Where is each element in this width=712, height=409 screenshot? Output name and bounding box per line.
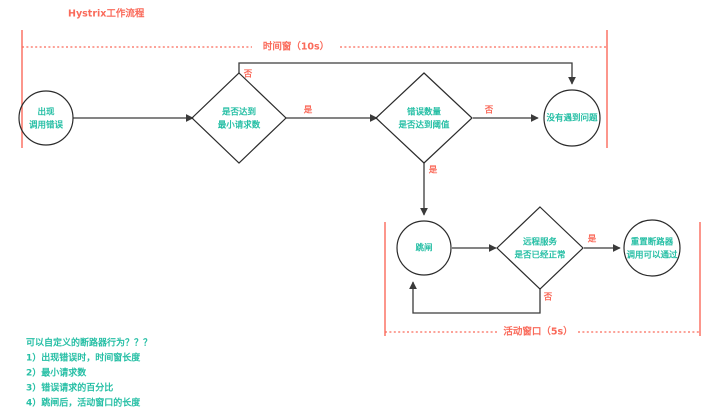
notes-item-4: 4）跳闸后，活动窗口的长度 — [26, 397, 141, 409]
node-no-problem[interactable]: 没有遇到问题 — [543, 89, 601, 147]
node-error-occurs-shape — [18, 90, 74, 146]
node-error-occurs[interactable]: 出现 调用错误 — [18, 90, 74, 146]
node-reset-breaker-line1: 重置断路器 — [631, 237, 674, 248]
node-reset-breaker-shape — [623, 219, 681, 277]
node-error-threshold[interactable]: 错误数量 是否达到阈值 — [375, 72, 473, 164]
notes-item-1: 1）出现错误时，时间窗长度 — [26, 352, 141, 364]
node-trip-breaker-line1: 跳闸 — [415, 243, 432, 254]
node-remote-healthy-shape — [496, 206, 584, 290]
time-window-label: 时间窗（10s） — [263, 41, 329, 53]
edge-remote-no-back-to-trip — [409, 281, 541, 314]
edge-min-no-to-noproblem — [238, 62, 576, 85]
node-no-problem-line1: 没有遇到问题 — [546, 113, 598, 124]
edge-label-threshold-yes: 是 — [428, 165, 438, 176]
node-remote-healthy[interactable]: 远程服务 是否已经正常 — [496, 206, 584, 290]
node-error-threshold-line2: 是否达到阈值 — [397, 120, 450, 131]
edge-label-min-yes: 是 — [303, 105, 313, 116]
node-min-requests[interactable]: 是否达到 最小请求数 — [191, 72, 287, 164]
active-window-label: 活动窗口（5s） — [503, 326, 572, 338]
node-no-problem-shape — [543, 89, 601, 147]
node-remote-healthy-line1: 远程服务 — [523, 237, 558, 248]
node-error-threshold-shape — [375, 72, 473, 164]
edge-label-threshold-no: 否 — [484, 106, 494, 116]
node-reset-breaker-line2: 调用可以通过 — [626, 250, 678, 261]
node-reset-breaker[interactable]: 重置断路器 调用可以通过 — [623, 219, 681, 277]
notes-item-2: 2）最小请求数 — [26, 367, 87, 379]
node-error-threshold-line1: 错误数量 — [407, 107, 442, 118]
edge-label-remote-no: 否 — [543, 293, 553, 303]
node-remote-healthy-line2: 是否已经正常 — [513, 250, 565, 261]
notes-heading: 可以自定义的断路器行为？？？ — [26, 337, 152, 349]
notes-item-3: 3）错误请求的百分比 — [26, 382, 113, 394]
node-error-occurs-line2: 调用错误 — [29, 120, 64, 131]
edge-label-remote-yes: 是 — [587, 234, 597, 245]
edge-label-min-no: 否 — [243, 70, 253, 80]
node-trip-breaker[interactable]: 跳闸 — [396, 220, 452, 276]
node-trip-breaker-shape — [396, 220, 452, 276]
node-min-requests-line1: 是否达到 — [221, 107, 256, 118]
page-title: Hystrix工作流程 — [68, 8, 145, 20]
node-min-requests-line2: 最小请求数 — [218, 120, 261, 131]
node-error-occurs-line1: 出现 — [37, 107, 55, 118]
node-min-requests-shape — [191, 72, 287, 164]
notes-block: 可以自定义的断路器行为？？？ 1）出现错误时，时间窗长度 2）最小请求数 3）错… — [26, 337, 152, 409]
